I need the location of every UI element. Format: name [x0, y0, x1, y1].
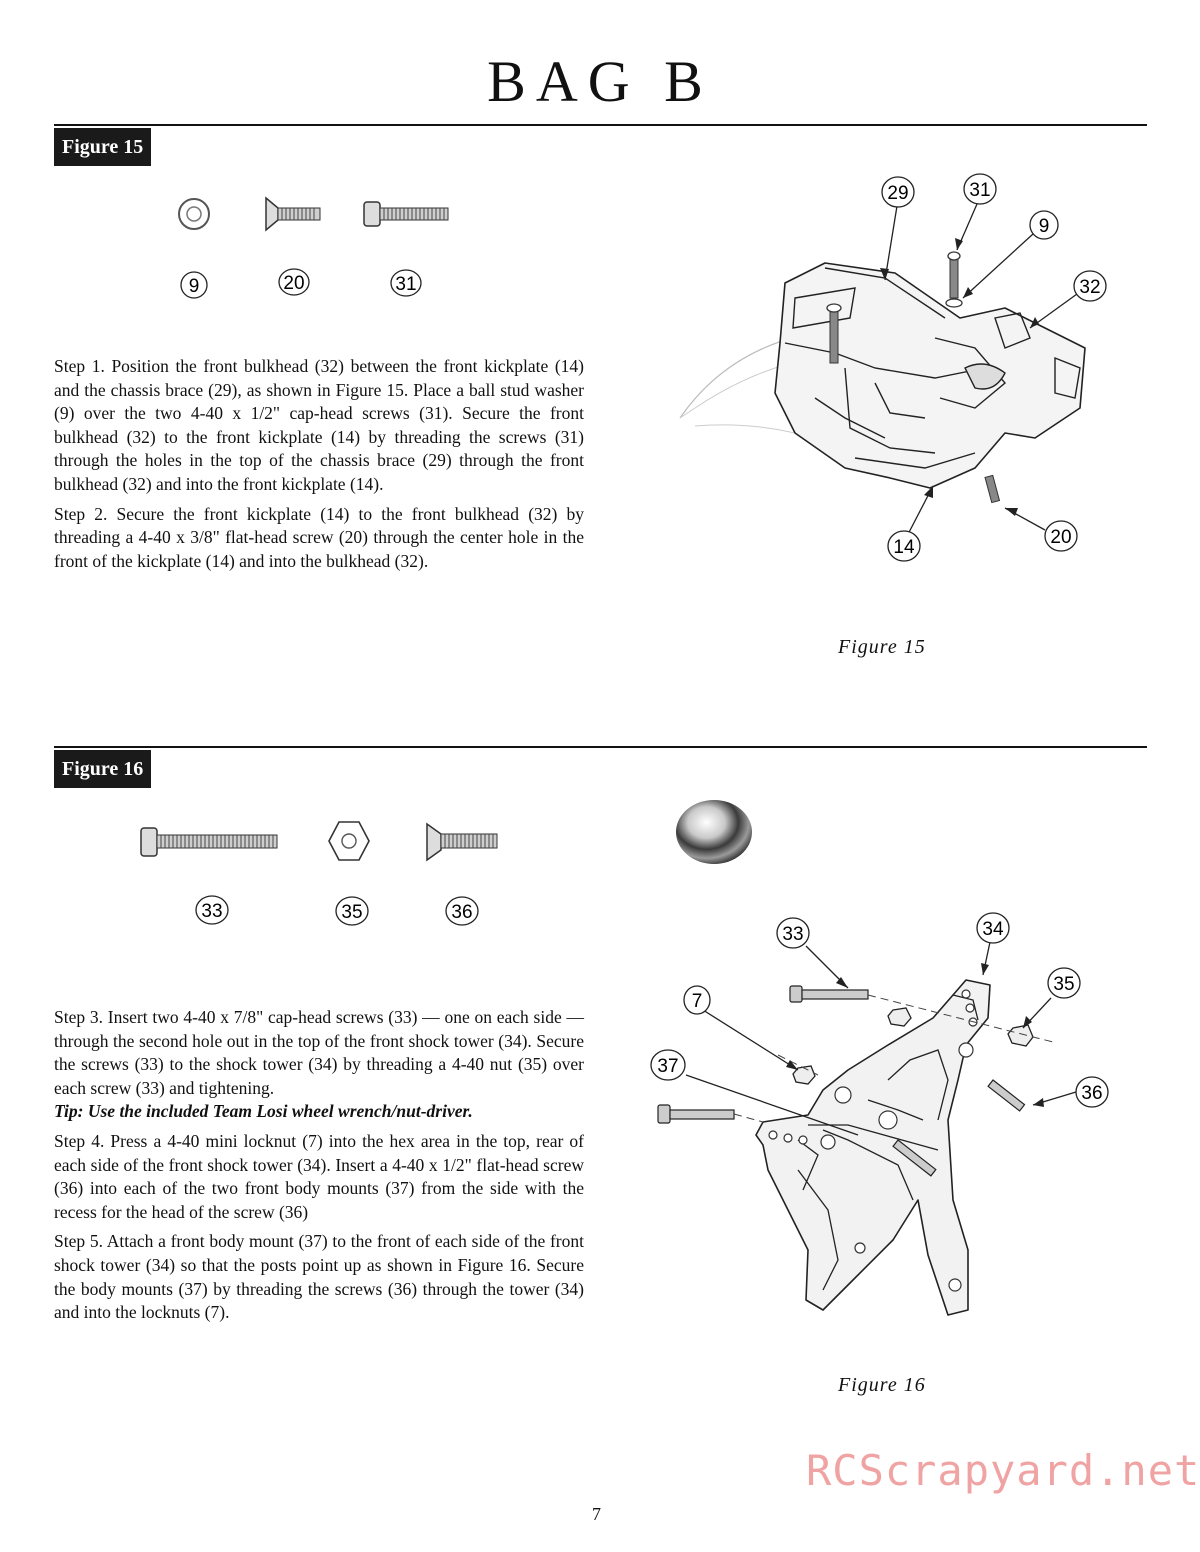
figure-16-diagram: 33 34 7 35 37 36	[650, 912, 1109, 1316]
figure-16-instructions: Step 3. Insert two 4-40 x 7/8" cap-head …	[54, 1006, 584, 1325]
step-3-text: Step 3. Insert two 4-40 x 7/8" cap-head …	[54, 1007, 584, 1098]
callout-32: 32	[1073, 270, 1107, 302]
svg-text:14: 14	[893, 537, 915, 558]
callout-36: 36	[1075, 1076, 1109, 1108]
figure-15-tag: Figure 15	[54, 128, 152, 166]
callout-9: 9	[1029, 210, 1059, 240]
step-3: Step 3. Insert two 4-40 x 7/8" cap-head …	[54, 1006, 584, 1124]
step-1: Step 1. Position the front bulkhead (32)…	[54, 356, 584, 494]
svg-text:32: 32	[1079, 277, 1100, 298]
svg-text:33: 33	[782, 924, 803, 945]
callout-35: 35	[1047, 967, 1081, 999]
callout-33: 33	[776, 917, 810, 949]
figure-15-caption: Figure 15	[838, 636, 926, 658]
watermark: RCScrapyard.net	[806, 1446, 1200, 1495]
figure-16-parts: 33 35 36	[140, 821, 498, 926]
chrome-cap-image	[676, 800, 752, 864]
svg-text:35: 35	[341, 902, 362, 923]
svg-text:33: 33	[201, 901, 222, 922]
figure-16-tag: Figure 16	[54, 750, 152, 788]
svg-text:35: 35	[1053, 974, 1074, 995]
svg-text:20: 20	[1050, 527, 1071, 548]
callout-20: 20	[1044, 520, 1078, 552]
step-5: Step 5. Attach a front body mount (37) t…	[54, 1231, 584, 1323]
step-4: Step 4. Press a 4-40 mini locknut (7) in…	[54, 1130, 584, 1222]
callout-34: 34	[976, 912, 1010, 944]
svg-text:9: 9	[189, 276, 200, 297]
part-label-31: 31	[390, 269, 422, 297]
part-label-20: 20	[278, 268, 310, 296]
tip-text: Tip: Use the included Team Losi wheel wr…	[54, 1101, 473, 1122]
hex-nut-icon	[328, 821, 370, 861]
figure-16-caption: Figure 16	[838, 1374, 926, 1396]
part-label-33: 33	[195, 895, 229, 925]
svg-text:34: 34	[982, 919, 1004, 940]
callout-29: 29	[881, 176, 915, 208]
part-label-9: 9	[180, 271, 208, 299]
section-rule	[54, 746, 1147, 748]
cap-head-screw-icon	[363, 201, 449, 227]
callout-14: 14	[887, 530, 921, 562]
svg-text:37: 37	[657, 1056, 678, 1077]
callout-31: 31	[963, 173, 997, 205]
step-2: Step 2. Secure the front kickplate (14) …	[54, 503, 584, 571]
figure-15-instructions: Step 1. Position the front bulkhead (32)…	[54, 355, 584, 573]
title-rule	[54, 124, 1147, 126]
figure-15-diagram: 29 31 9 32 14 20	[679, 173, 1107, 562]
svg-text:9: 9	[1039, 216, 1050, 237]
figure-15-parts: 9 20 31	[178, 196, 449, 299]
svg-text:7: 7	[692, 991, 703, 1012]
callout-37: 37	[650, 1049, 686, 1081]
part-label-35: 35	[335, 896, 369, 926]
washer-icon	[178, 198, 210, 230]
svg-text:20: 20	[283, 273, 304, 294]
svg-text:36: 36	[1081, 1083, 1102, 1104]
callout-7: 7	[683, 985, 711, 1015]
part-label-36: 36	[445, 896, 479, 926]
svg-text:36: 36	[451, 902, 472, 923]
svg-text:29: 29	[887, 183, 908, 204]
svg-text:31: 31	[395, 274, 416, 295]
svg-text:31: 31	[969, 180, 990, 201]
page-number: 7	[592, 1504, 601, 1524]
page-title: BAG B	[487, 49, 713, 114]
flat-head-screw-icon	[265, 196, 321, 232]
long-cap-head-screw-icon	[140, 827, 278, 857]
flat-head-screw-icon	[426, 822, 498, 862]
